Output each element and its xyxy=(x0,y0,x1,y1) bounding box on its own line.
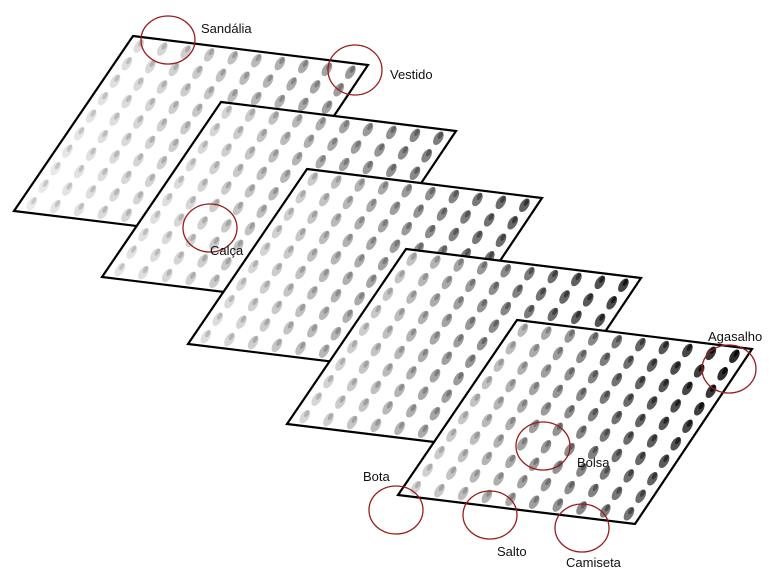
label-bota: Bota xyxy=(363,469,391,484)
label-bolsa: Bolsa xyxy=(577,455,610,470)
label-sandalia: Sandália xyxy=(201,21,252,36)
label-calca: Calça xyxy=(210,243,244,258)
label-agasalho: Agasalho xyxy=(708,329,762,344)
layer-stack xyxy=(14,36,752,524)
label-salto: Salto xyxy=(497,544,527,559)
ring-bota xyxy=(369,486,423,534)
label-vestido: Vestido xyxy=(390,67,433,82)
label-camiseta: Camiseta xyxy=(566,555,622,570)
